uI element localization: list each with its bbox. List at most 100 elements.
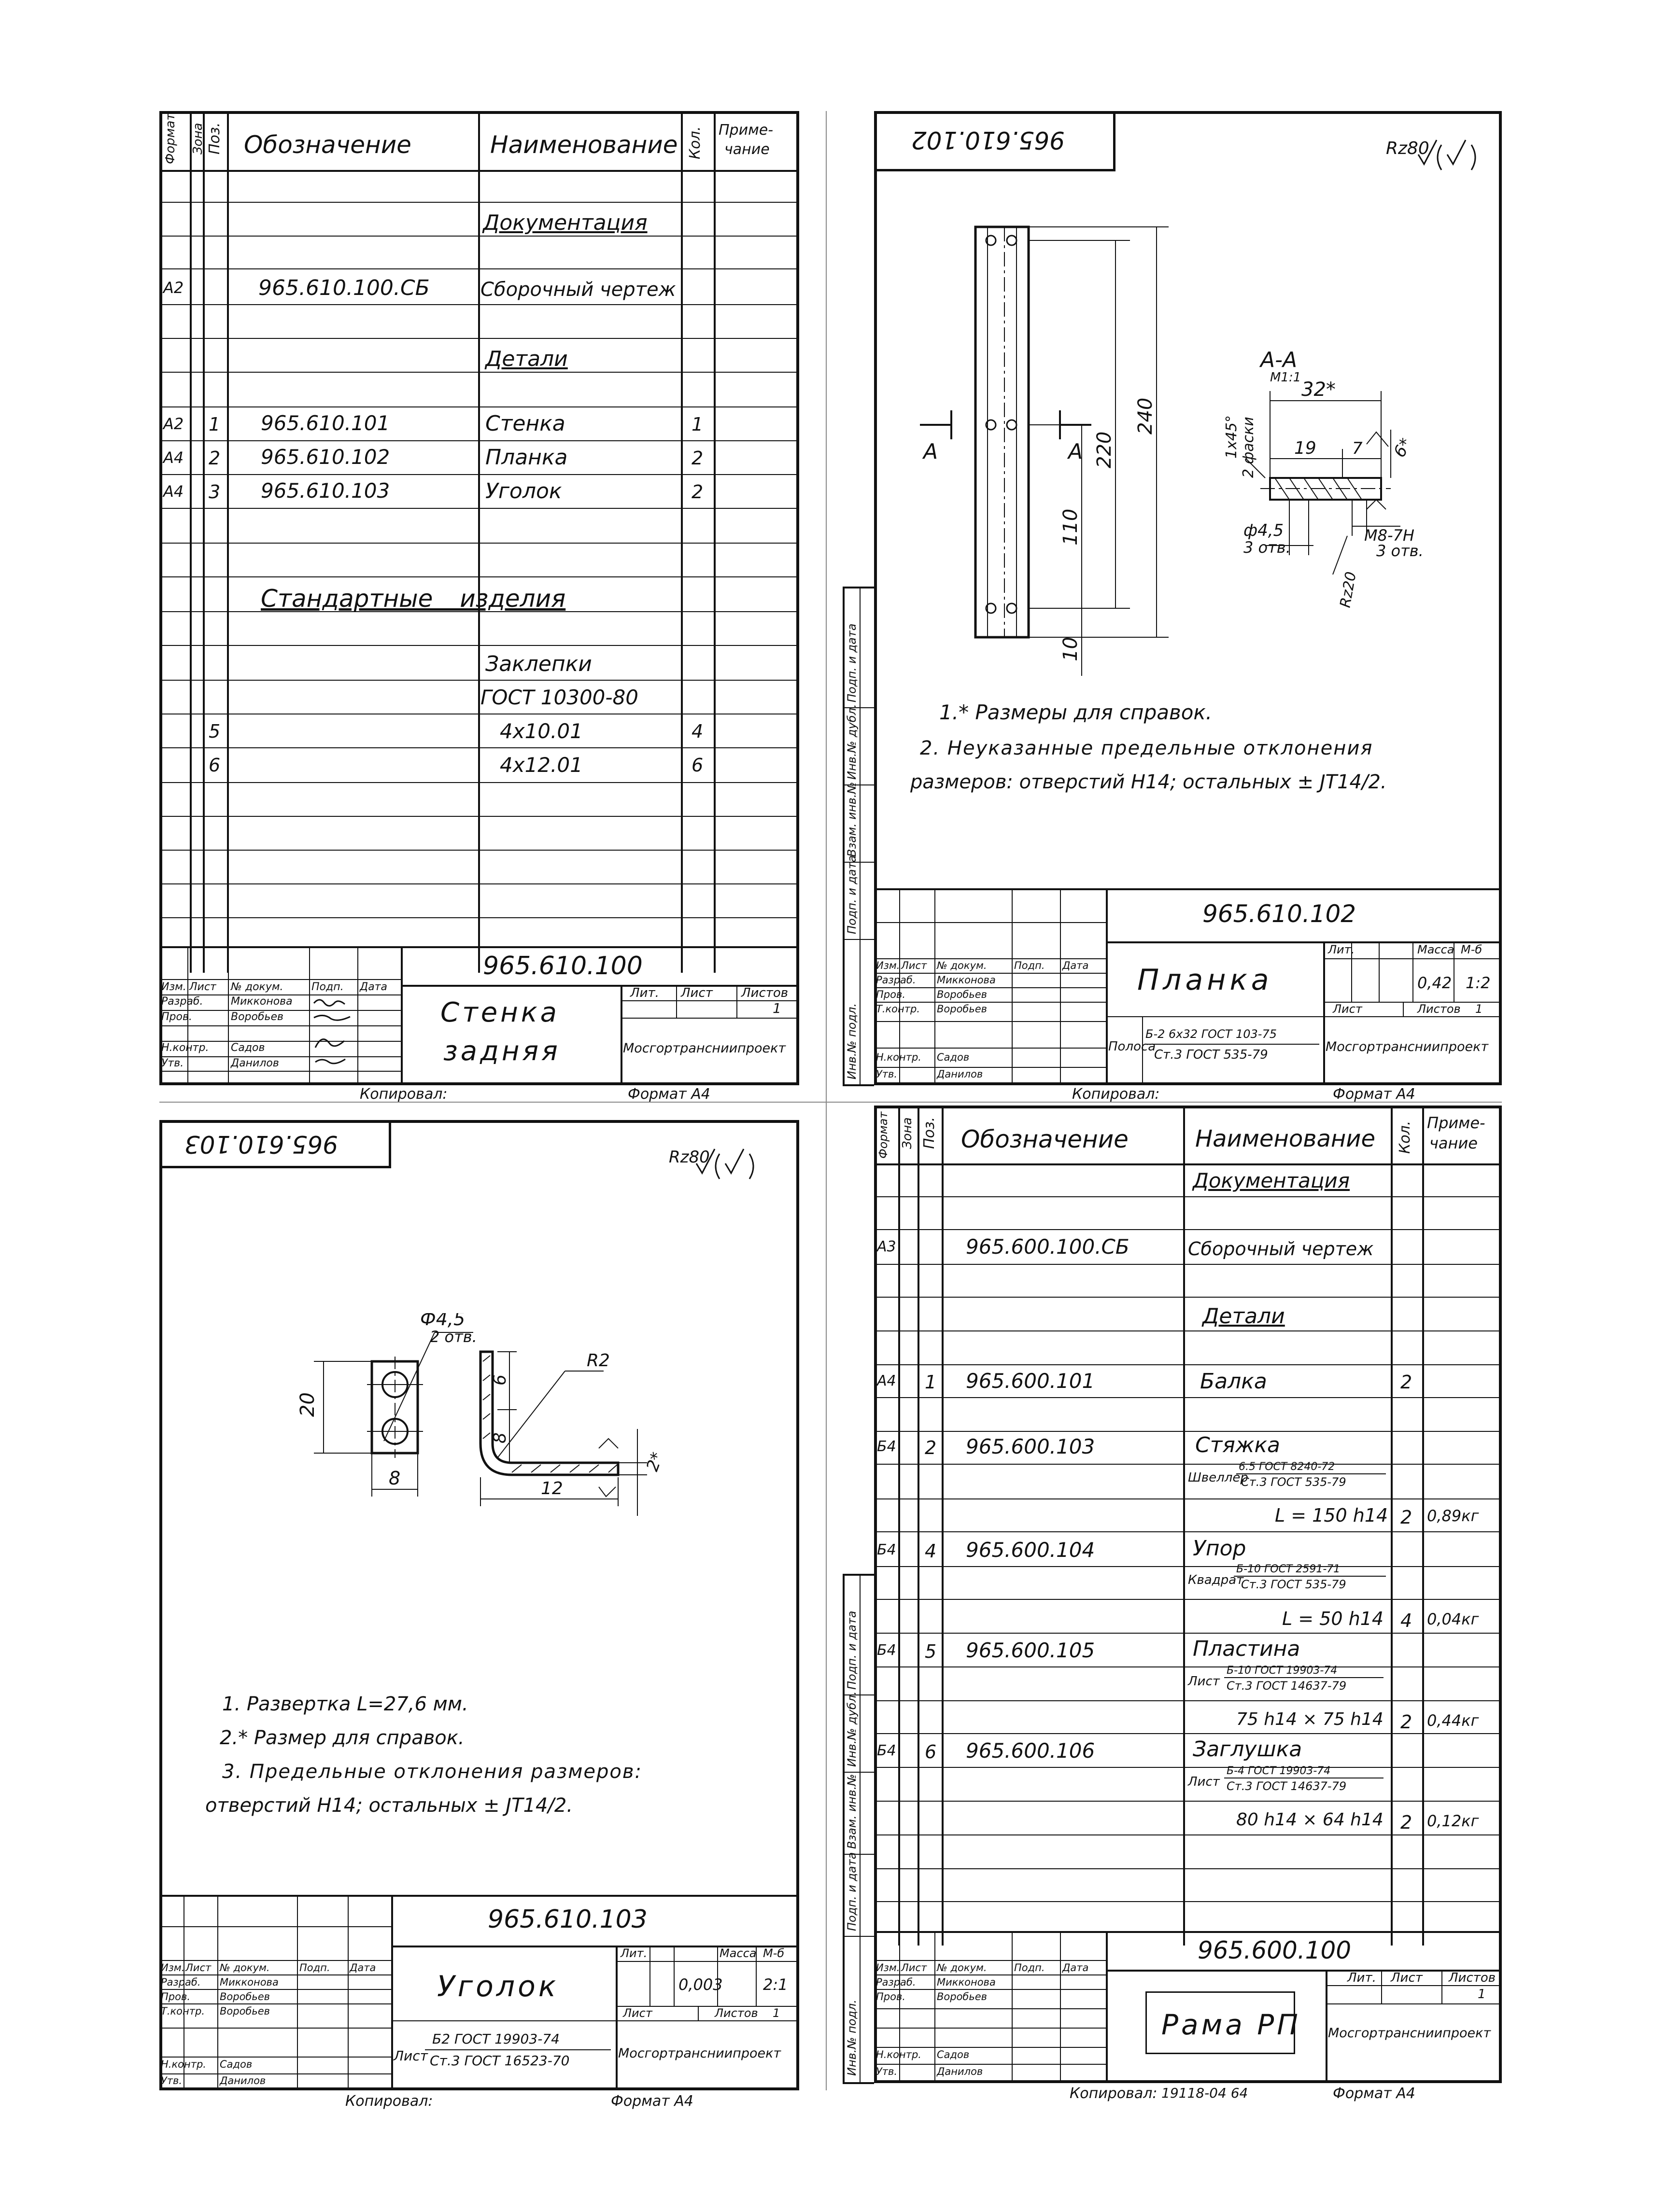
stamp-izm: Изм.	[876, 960, 900, 971]
hdr-zone: Зона	[900, 1117, 915, 1149]
stamp-razrab: Разраб.	[876, 1976, 916, 1988]
hdr-designation: Обозначение	[961, 1125, 1129, 1153]
hdr-note1: Приме-	[719, 122, 774, 139]
svg-text:2*: 2*	[643, 1450, 667, 1474]
hdr-qty: Кол.	[1397, 1120, 1413, 1154]
q3-code: 965.610.103	[488, 1905, 648, 1934]
stamp-prov: Пров.	[876, 989, 906, 1000]
q3-org: Мосгортрансниипроект	[618, 2046, 781, 2061]
part-qty: 2	[692, 481, 704, 503]
row-std-top: Б-10 ГОСТ 19903-74	[1227, 1665, 1338, 1677]
section-parts: Детали	[485, 347, 568, 371]
hdr-zone: Зона	[191, 123, 205, 154]
stamp-utv-name: Данилов	[220, 2075, 266, 2086]
stamp-razrab: Разраб.	[161, 1976, 201, 1988]
row-pos: 5	[925, 1641, 937, 1662]
q2-scale: 1:2	[1466, 974, 1491, 992]
assy-name: Сборочный чертеж	[480, 279, 676, 301]
hdr-note1: Приме-	[1427, 1114, 1485, 1132]
q3-sheet: Лист	[623, 2006, 652, 2020]
q3-note2: 2.* Размер для справок.	[220, 1727, 465, 1749]
stamp-data: Дата	[1062, 960, 1089, 971]
q3-note4: отверстий Н14; остальных ± JT14/2.	[205, 1794, 573, 1817]
row-format: Б4	[877, 1742, 896, 1759]
svg-text:6*: 6*	[1390, 435, 1416, 461]
stamp-ndok: № докум.	[231, 981, 283, 993]
part-pos: 2	[209, 448, 221, 469]
hdr-note2: чание	[724, 141, 770, 158]
side-label: Инв.№ подл.	[845, 1003, 859, 1079]
section-scale: М1:1	[1270, 370, 1301, 385]
row-qty: 2	[1400, 1372, 1412, 1393]
row-length: L = 150 h14	[1275, 1505, 1388, 1526]
q1-sheets-val: 1	[773, 1000, 781, 1016]
std-item: 4х12.01	[500, 753, 583, 777]
row-code: 965.600.106	[966, 1739, 1095, 1763]
stamp-izm: Изм.	[161, 981, 186, 993]
hdr-name: Наименование	[1195, 1125, 1376, 1152]
row-name: Стяжка	[1195, 1433, 1280, 1457]
q2-stamp: 965.610.102	[911, 126, 1065, 154]
q2-roughness: Rz80	[1386, 139, 1429, 158]
stamp-ndok: № докум.	[937, 1962, 987, 1974]
svg-text:Ф4,5: Ф4,5	[420, 1313, 465, 1330]
row-code: 965.600.103	[966, 1435, 1095, 1458]
part-format: А4	[163, 448, 184, 467]
stamp-prov: Пров.	[161, 1011, 192, 1023]
stamp-ndok: № докум.	[220, 1962, 270, 1974]
stamp-tkontr: Т.контр.	[161, 2005, 205, 2017]
stamp-tkontr-name: Воробьев	[220, 2005, 270, 2017]
q1-sheets: Листов	[741, 986, 789, 1000]
stamp-podp: Подп.	[299, 1962, 330, 1974]
row-note: 0,04кг	[1427, 1610, 1479, 1628]
roughness-symbol	[695, 1148, 754, 1179]
row-code: 965.600.105	[966, 1638, 1095, 1662]
q2-org: Мосгортрансниипроект	[1326, 1039, 1489, 1054]
stamp-nkontr-name: Садов	[220, 2058, 253, 2070]
row-qty: 2	[1400, 1507, 1412, 1528]
stamp-prov-name: Воробьев	[231, 1011, 284, 1023]
hdr-qty: Кол.	[687, 126, 704, 159]
stamp-prov-name: Воробьев	[220, 1991, 270, 2002]
section-parts: Детали	[1202, 1304, 1285, 1329]
stamp-podp: Подп.	[311, 981, 344, 993]
q2-massa: Масса	[1417, 943, 1454, 956]
q3-format: Формат А4	[611, 2093, 693, 2110]
stamp-prov: Пров.	[161, 1991, 191, 2002]
part-pos: 1	[209, 414, 221, 435]
stamp-razrab: Разраб.	[161, 995, 203, 1008]
row-note: 0,12кг	[1427, 1812, 1479, 1830]
stamp-nkontr-name: Садов	[937, 2049, 970, 2060]
section-label: А-А	[1259, 348, 1297, 372]
row-format: Б4	[877, 1642, 896, 1659]
q2-lit: Лит.	[1328, 943, 1355, 956]
q1-lit: Лит.	[630, 986, 659, 1000]
svg-text:2 отв.: 2 отв.	[430, 1328, 477, 1346]
stamp-list: Лист	[901, 1962, 927, 1974]
row-profile: Лист	[1188, 1775, 1220, 1789]
hdr-pos: Поз.	[206, 122, 223, 154]
q4-sheet: Лист	[1391, 1971, 1423, 1985]
q1-copied: Копировал:	[360, 1086, 448, 1103]
svg-text:ф4,5: ф4,5	[1243, 521, 1284, 540]
part-qty: 2	[692, 448, 704, 469]
row-std-bot: Ст.3 ГОСТ 535-79	[1241, 1578, 1346, 1591]
row-std-top: Б-10 ГОСТ 2591-71	[1236, 1563, 1341, 1575]
stamp-utv-name: Данилов	[937, 1068, 983, 1080]
part-pos: 3	[209, 481, 221, 503]
row-std-bot: Ст.3 ГОСТ 535-79	[1241, 1475, 1346, 1489]
q4-sheets-val: 1	[1478, 1987, 1486, 2002]
svg-text:М8-7Н: М8-7Н	[1364, 526, 1414, 545]
std-name1: Заклепки	[485, 652, 592, 676]
stamp-nkontr: Н.контр.	[161, 2058, 206, 2070]
part-format: А2	[163, 415, 184, 433]
hdr-name: Наименование	[490, 131, 678, 159]
q4-lit: Лит.	[1347, 1971, 1376, 1985]
q2-mat-bot: Ст.3 ГОСТ 535-79	[1154, 1048, 1268, 1062]
part-code: 965.610.101	[261, 411, 390, 435]
svg-text:3 отв.: 3 отв.	[1243, 538, 1291, 557]
row-code: 965.600.101	[966, 1369, 1095, 1393]
svg-text:8: 8	[490, 1432, 510, 1443]
part-name: Уголок	[485, 479, 562, 504]
assy-code: 965.610.100.СБ	[258, 276, 430, 300]
